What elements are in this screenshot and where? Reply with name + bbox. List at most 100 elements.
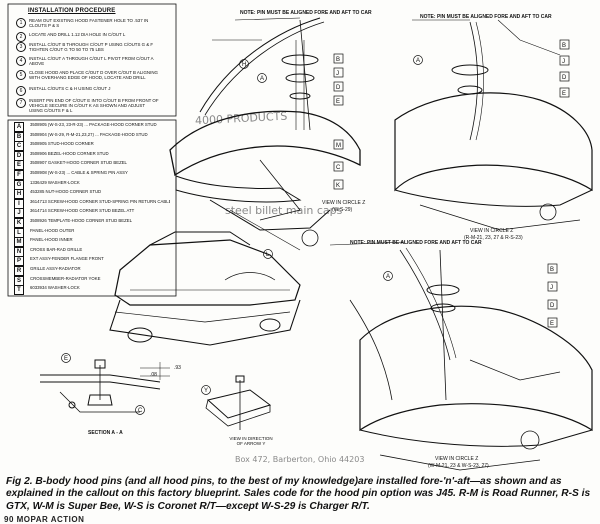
bleed-text-3: Box 472, Barberton, Ohio 44203 <box>235 455 365 464</box>
part-letter: T <box>14 285 24 296</box>
svg-text:L: L <box>266 252 270 258</box>
svg-text:D: D <box>550 303 555 309</box>
part-description: EXT ASSY-FENDER FLANGE FRONT <box>30 257 104 262</box>
part-description: 3508905 STUD-HOOD CORNER <box>30 142 94 147</box>
part-letter: D <box>14 150 24 161</box>
pin-alignment-note: NOTE: PIN MUST BE ALIGNED FORE AND AFT T… <box>420 14 552 20</box>
svg-text:M: M <box>336 143 341 149</box>
step-number: 4 <box>16 56 26 66</box>
step-text: LOCATE AND DRILL 1.12 DIA HOLE IN C/OUT … <box>29 32 126 37</box>
view-sub-label: (W-S-29) <box>332 207 353 213</box>
section-aa-drawing <box>40 359 170 413</box>
procedure-title: INSTALLATION PROCEDURE <box>28 8 116 14</box>
svg-text:D: D <box>562 75 567 81</box>
part-description: GRILLE ASSY-RADIATOR <box>30 266 81 271</box>
svg-text:J: J <box>562 59 565 65</box>
view-sub-label: (W-M-21, 23 & W-S-23, 27) <box>428 463 489 469</box>
parts-list: A 3508905 (W-S-23, 23-R-23) ... PACKAGE-H… <box>14 122 174 296</box>
part-row: E 3508907 GASKET-HOOD CORNER STUD BEZEL <box>14 160 174 171</box>
part-description: 3508926 TEMPLATE-HOOD CORNER STUD BEZEL <box>30 218 133 223</box>
step-text: INSTALL C/OUT A THROUGH C/OUT L PIVOT FR… <box>29 56 154 67</box>
part-letter: N <box>14 246 24 257</box>
step-number: 5 <box>16 70 26 80</box>
view-sub-label: (R-M-21, 23, 27 & R-S-23) <box>464 235 523 241</box>
svg-text:A: A <box>386 274 390 280</box>
part-letter: L <box>14 227 24 238</box>
car-overview-drawing <box>109 231 301 346</box>
step-number: 2 <box>16 32 26 42</box>
part-description: 1336429 WASHER-LOCK <box>30 180 80 185</box>
part-description: PANEL-HOOD OUTER <box>30 228 75 233</box>
svg-text:A: A <box>260 76 264 82</box>
part-letter: B <box>14 131 24 142</box>
svg-text:Y: Y <box>204 388 208 394</box>
step-text: REAM OUT EXISTING HOOD FASTENER HOLE TO … <box>29 18 149 29</box>
part-description: 453285 NUT-HOOD CORNER STUD <box>30 190 102 195</box>
part-letter: M <box>14 237 24 248</box>
part-letter: G <box>14 179 24 190</box>
part-letter: H <box>14 189 24 200</box>
step-number: 7 <box>16 98 26 108</box>
part-letter: P <box>14 256 24 267</box>
bleed-text-2: steel billet main caps <box>225 204 343 217</box>
hood-corner-drawing-b <box>394 19 593 231</box>
page-folio: 90 MOPAR ACTION <box>4 515 85 524</box>
part-row: T 6033934 WASHER-LOCK <box>14 285 174 296</box>
svg-text:J: J <box>336 71 339 77</box>
procedure-frame <box>7 3 177 117</box>
svg-text:A: A <box>416 58 420 64</box>
dimension-label: .93 <box>174 365 181 371</box>
svg-text:E: E <box>64 356 68 362</box>
leader-lines <box>212 17 470 246</box>
svg-text:J: J <box>550 285 553 291</box>
svg-text:D: D <box>336 85 341 91</box>
arrow-y-view-drawing <box>205 375 272 430</box>
part-row: P EXT ASSY-FENDER FLANGE FRONT <box>14 256 174 267</box>
pin-alignment-note: NOTE: PIN MUST BE ALIGNED FORE AND AFT T… <box>350 240 482 246</box>
part-description: 3508907 GASKET-HOOD CORNER STUD BEZEL <box>30 161 127 166</box>
step-number: 6 <box>16 86 26 96</box>
part-row: L PANEL-HOOD OUTER <box>14 227 174 238</box>
part-row: M PANEL-HOOD INNER <box>14 237 174 248</box>
hood-corner-drawing-a <box>169 17 361 251</box>
dimension-label: .08 <box>150 372 157 378</box>
part-letter: A <box>14 122 24 132</box>
svg-text:C: C <box>138 408 143 414</box>
svg-text:C: C <box>336 165 341 171</box>
step-text: INSTALL C/OUTS C & H USING C/OUT J <box>29 86 111 91</box>
callout-letters: BJ DE MC K BJ DE BJ DE AH AL AC EY <box>61 39 570 415</box>
pin-alignment-note: NOTE: PIN MUST BE ALIGNED FORE AND AFT T… <box>240 10 372 16</box>
section-aa-label: SECTION A - A <box>88 430 123 436</box>
part-row: G 1336429 WASHER-LOCK <box>14 179 174 190</box>
step-text: CLOSE HOOD AND PLACE C/OUT D OVER C/OUT … <box>29 70 158 81</box>
part-letter: I <box>14 198 24 209</box>
part-description: 3508904 (W-S-29, R-M-21,23,27) ... PACKA… <box>30 132 148 137</box>
part-letter: F <box>14 169 24 180</box>
part-description: 3614714 SCREW-HOOD CORNER STUD BEZEL ATT <box>30 209 135 214</box>
svg-text:E: E <box>336 99 340 105</box>
svg-text:K: K <box>336 183 340 189</box>
step-number: 1 <box>16 18 26 28</box>
part-letter: K <box>14 217 24 228</box>
svg-text:E: E <box>562 91 566 97</box>
part-description: CROSSMEMBER-RADIATOR YOKE <box>30 276 101 281</box>
part-description: PANEL-HOOD INNER <box>30 238 73 243</box>
svg-text:E: E <box>550 321 554 327</box>
part-description: 6033934 WASHER-LOCK <box>30 286 80 291</box>
part-row: K 3508926 TEMPLATE-HOOD CORNER STUD BEZEL <box>14 217 174 228</box>
part-letter: E <box>14 160 24 171</box>
part-description: 3508905 (W-S-23, 23-R-23) ... PACKAGE-HO… <box>30 123 157 127</box>
figure-caption: Fig 2. B-body hood pins (and all hood pi… <box>6 476 591 512</box>
svg-text:B: B <box>550 267 554 273</box>
hood-corner-drawing-c <box>349 247 593 471</box>
step-text: INSTALL C/OUT B THROUGH C/OUT P USING C/… <box>29 42 154 53</box>
part-row: H 453285 NUT-HOOD CORNER STUD <box>14 189 174 200</box>
step-text: INSERT PIN END OF C/OUT E INTO C/OUT B F… <box>29 98 159 114</box>
